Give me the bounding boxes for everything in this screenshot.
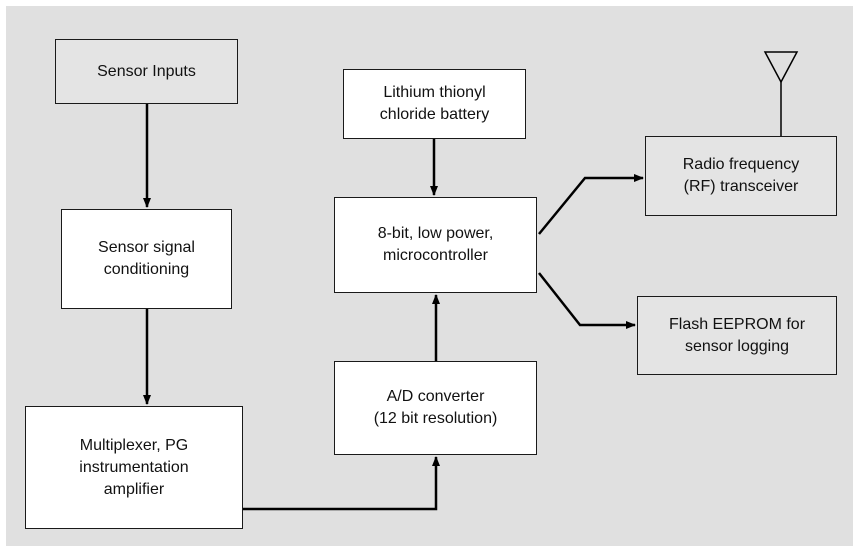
- signal-conditioning-block: Sensor signal conditioning: [61, 209, 232, 309]
- flash-eeprom-block: Flash EEPROM for sensor logging: [637, 296, 837, 375]
- flash-eeprom-label: Flash EEPROM for sensor logging: [668, 315, 806, 355]
- rf-transceiver-label: Radio frequency (RF) transceiver: [682, 156, 800, 195]
- arrow-mcu-to-flash: [538, 272, 636, 329]
- sensor-inputs-label: Sensor Inputs: [97, 62, 196, 80]
- sensor-inputs-block: Sensor Inputs: [55, 39, 238, 104]
- adc-block: A/D converter (12 bit resolution): [334, 361, 537, 455]
- multiplexer-block: Multiplexer, PG instrumentation amplifie…: [25, 406, 243, 529]
- microcontroller-block: 8-bit, low power, microcontroller: [334, 197, 537, 293]
- arrow-multiplexer-to-adc: [243, 456, 440, 511]
- antenna-icon: [763, 51, 799, 136]
- battery-block: Lithium thionyl chloride battery: [343, 69, 526, 139]
- arrow-mcu-to-rf: [538, 174, 644, 235]
- multiplexer-label: Multiplexer, PG instrumentation amplifie…: [79, 436, 189, 498]
- signal-conditioning-label: Sensor signal conditioning: [98, 239, 195, 278]
- battery-label: Lithium thionyl chloride battery: [379, 84, 490, 123]
- adc-label: A/D converter (12 bit resolution): [373, 388, 498, 427]
- rf-transceiver-block: Radio frequency (RF) transceiver: [645, 136, 837, 216]
- microcontroller-label: 8-bit, low power, microcontroller: [377, 225, 494, 264]
